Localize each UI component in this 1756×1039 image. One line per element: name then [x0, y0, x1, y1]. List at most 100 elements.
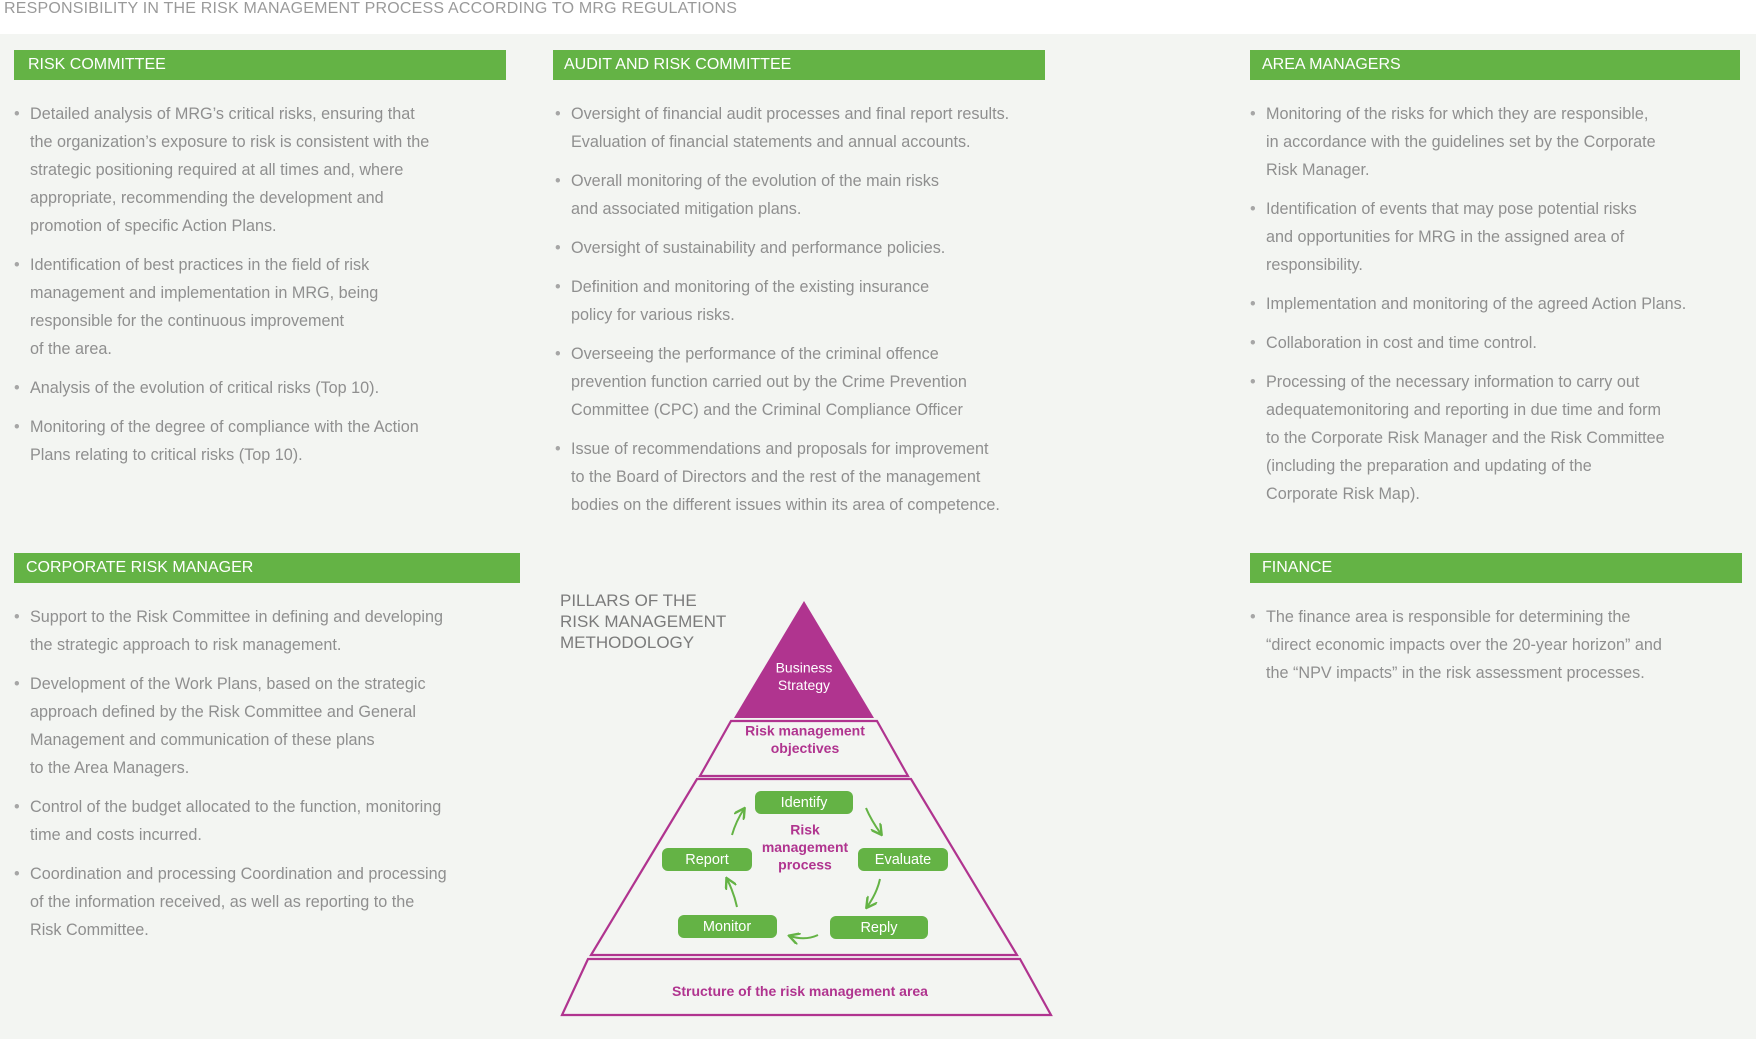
section-corporate-risk-manager: CORPORATE RISK MANAGER • Support to the R… — [14, 553, 520, 955]
bullet-text: Support to the Risk Committee in definin… — [30, 608, 444, 654]
step-evaluate-label: Evaluate — [875, 852, 931, 868]
bullet-dot-icon: • — [14, 379, 20, 397]
bullet-text: Overall monitoring of the evolution of t… — [571, 172, 939, 218]
bullet-text: Overseeing the performance of the crimin… — [571, 345, 967, 419]
bullet-text: Processing of the necessary information … — [1266, 373, 1665, 503]
arrow-report-identify-icon — [731, 809, 744, 836]
bullet-item: •Implementation and monitoring of the ag… — [1250, 290, 1740, 318]
section-area-managers: AREA MANAGERS • Monitoring of the risks f… — [1250, 50, 1740, 519]
bullet-text: Issue of recommendations and proposals f… — [571, 440, 1000, 514]
bullet-item: •Monitoring of the degree of compliance … — [14, 413, 506, 469]
structure-label: Structure of the risk management area — [672, 983, 928, 999]
bullet-item: • Detailed analysis of MRG’s critical ris… — [14, 100, 506, 240]
bullet-item: • Identification of best practices in the… — [14, 251, 506, 363]
bullet-text: Control of the budget allocated to the f… — [30, 798, 442, 844]
bullet-text: Identification of events that may pose p… — [1266, 200, 1637, 274]
page-title: RESPONSIBILITY IN THE RISK MANAGEMENT PR… — [4, 0, 738, 17]
bullet-dot-icon: • — [1250, 373, 1256, 391]
bullet-text: Definition and monitoring of the existin… — [571, 278, 930, 324]
bullet-list: • The finance area is responsible for det… — [1250, 603, 1742, 687]
bullet-item: • Support to the Risk Committee in defini… — [14, 603, 520, 659]
label-line: Business — [776, 659, 833, 675]
bullet-dot-icon: • — [555, 440, 561, 458]
bullet-text: Monitoring of the risks for which they a… — [1266, 105, 1656, 179]
bullet-dot-icon: • — [14, 798, 20, 816]
bullet-item: • Issue of recommendations and proposals … — [555, 435, 1045, 519]
bullet-dot-icon: • — [14, 608, 20, 626]
bullet-item: • Oversight of sustainability and perform… — [555, 234, 1045, 262]
bullet-list: • Monitoring of the risks for which they … — [1250, 100, 1740, 508]
bullet-text: The finance area is responsible for dete… — [1266, 608, 1662, 682]
bullet-dot-icon: • — [1250, 608, 1256, 626]
bullet-item: • Coordination and processing Coordinatio… — [14, 860, 520, 944]
bullet-dot-icon: • — [555, 345, 561, 363]
bullet-dot-icon: • — [14, 675, 20, 693]
bullet-item: • Processing of the necessary information… — [1250, 368, 1740, 508]
bullet-text: Development of the Work Plans, based on … — [30, 675, 426, 777]
bullet-item: • Collaboration in cost and time control. — [1250, 329, 1740, 357]
bullet-item: • Definition and monitoring of the existi… — [555, 273, 1045, 329]
bullet-list: • Support to the Risk Committee in defini… — [14, 603, 520, 944]
bullet-dot-icon: • — [1250, 334, 1256, 352]
pillars-title: PILLARS OF THE RISK MANAGEMENT METHODOLO… — [560, 591, 727, 652]
bullet-item: • Development of the Work Plans, based on… — [14, 670, 520, 782]
bullet-text: Implementation and monitoring of the agr… — [1266, 295, 1687, 313]
bullet-dot-icon: • — [14, 256, 20, 274]
bullet-item: • Identification of events that may pose … — [1250, 195, 1740, 279]
bullet-text: Oversight of sustainability and performa… — [571, 239, 946, 257]
arrow-identify-evaluate-icon — [865, 807, 881, 834]
step-evaluate: Evaluate — [858, 848, 948, 871]
bullet-text: Oversight of financial audit processes a… — [571, 105, 1010, 151]
arrow-monitor-report-icon — [727, 879, 738, 908]
objectives-label: Risk management objectives — [745, 722, 865, 756]
section-header: CORPORATE RISK MANAGER — [14, 553, 520, 583]
step-identify-label: Identify — [781, 795, 828, 811]
pyramid-process-tier — [589, 777, 1019, 957]
step-monitor: Monitor — [678, 915, 777, 938]
label-line: Risk management — [745, 722, 865, 738]
bullet-dot-icon: • — [1250, 105, 1256, 123]
bullet-list: • Oversight of financial audit processes … — [555, 100, 1045, 519]
bullet-dot-icon: • — [1250, 200, 1256, 218]
label-line: Strategy — [778, 677, 830, 693]
bullet-item: • The finance area is responsible for det… — [1250, 603, 1742, 687]
bullet-item: • Monitoring of the risks for which they … — [1250, 100, 1740, 184]
section-header: FINANCE — [1250, 553, 1742, 583]
section-audit-committee: AUDIT AND RISK COMMITTEE • Oversight of f… — [553, 50, 1045, 530]
content-panel — [0, 34, 1756, 1039]
bullet-dot-icon: • — [555, 172, 561, 190]
bullet-list: • Detailed analysis of MRG’s critical ris… — [14, 100, 506, 469]
bullet-item: • Control of the budget allocated to the … — [14, 793, 520, 849]
label-line: process — [778, 857, 832, 873]
bullet-item: • Overall monitoring of the evolution of … — [555, 167, 1045, 223]
section-header: AUDIT AND RISK COMMITTEE — [553, 50, 1045, 80]
bullet-item: • Overseeing the performance of the crimi… — [555, 340, 1045, 424]
step-reply-label: Reply — [860, 920, 898, 936]
bullet-dot-icon: • — [555, 278, 561, 296]
bullet-text: Identification of best practices in the … — [30, 256, 379, 358]
arrow-evaluate-reply-icon — [867, 878, 881, 907]
bullet-text: Detailed analysis of MRG’s critical risk… — [30, 105, 430, 235]
label-line: Risk — [790, 822, 820, 838]
bullet-dot-icon: • — [14, 105, 20, 123]
section-risk-committee: RISK COMMITTEE • Detailed analysis of MRG… — [14, 50, 506, 480]
step-report: Report — [662, 848, 752, 871]
bullet-text: Coordination and processing Coordination… — [30, 865, 447, 939]
bullet-item: • Oversight of financial audit processes … — [555, 100, 1045, 156]
step-reply: Reply — [830, 916, 928, 939]
label-line: management — [762, 839, 849, 855]
bullet-text: Collaboration in cost and time control. — [1266, 334, 1537, 352]
section-header: AREA MANAGERS — [1250, 50, 1740, 80]
label-line: objectives — [771, 740, 840, 756]
bullet-item: • Analysis of the evolution of critical r… — [14, 374, 506, 402]
bullet-dot-icon: • — [14, 865, 20, 883]
bullet-dot-icon: • — [555, 239, 561, 257]
arrow-reply-monitor-icon — [790, 935, 819, 938]
section-header: RISK COMMITTEE — [14, 50, 506, 80]
bullet-dot-icon: • — [555, 105, 561, 123]
step-identify: Identify — [755, 791, 853, 814]
bullet-text: Analysis of the evolution of critical ri… — [30, 379, 380, 397]
